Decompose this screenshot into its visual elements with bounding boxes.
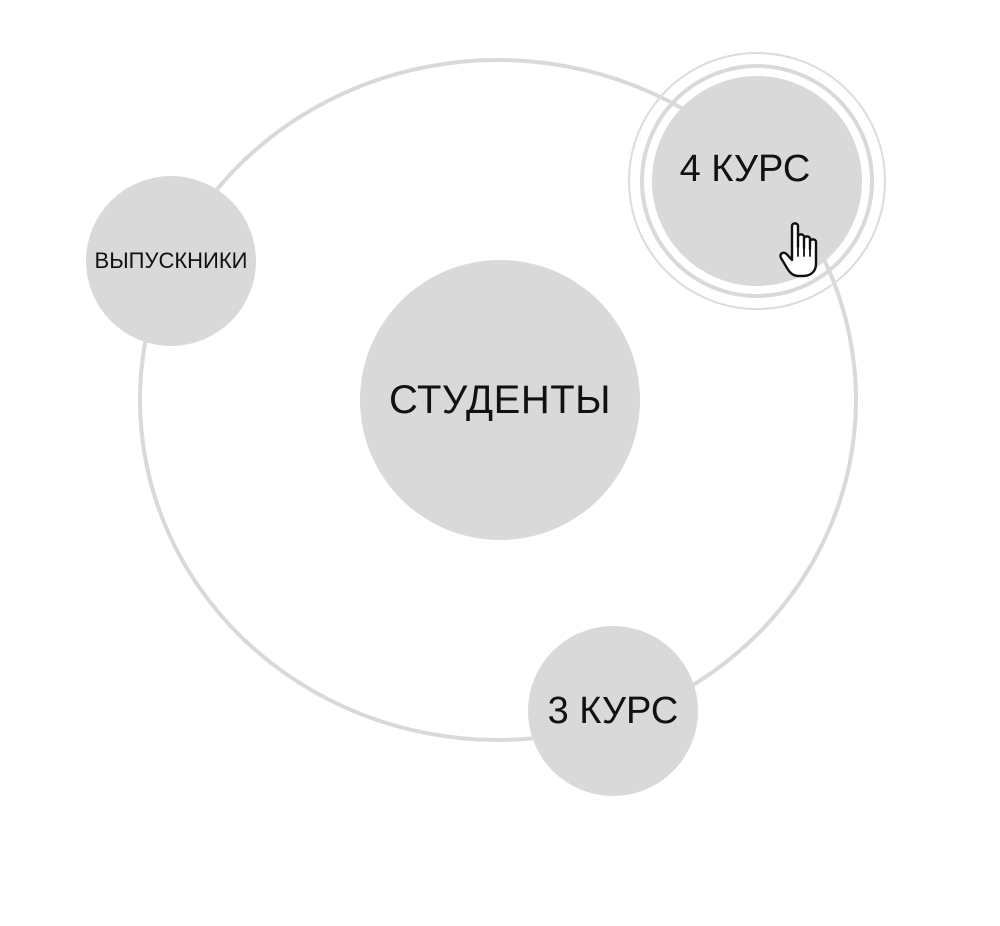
students-node[interactable]: СТУДЕНТЫ <box>360 260 640 540</box>
year3-label: 3 КУРС <box>547 689 679 732</box>
students-label: СТУДЕНТЫ <box>388 377 612 422</box>
year4-label: 4 КУРС <box>679 147 811 190</box>
orbit-ring <box>138 58 858 742</box>
graduates-label: ВЫПУСКНИКИ <box>94 248 248 273</box>
year4-node[interactable]: 4 КУРС <box>652 76 862 286</box>
hand-pointer-icon <box>779 222 818 278</box>
year3-node[interactable]: 3 КУРС <box>528 626 698 796</box>
graduates-node[interactable]: ВЫПУСКНИКИ <box>86 176 256 346</box>
